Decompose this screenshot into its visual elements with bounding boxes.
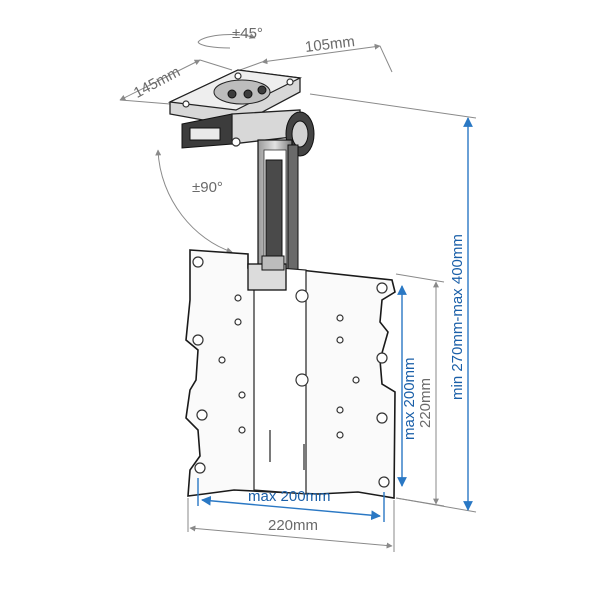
plate-width-label: 105mm <box>304 33 356 56</box>
height-range-dimension <box>309 93 477 513</box>
height-range-label: min 270mm-max 400mm <box>449 234 466 400</box>
vesa-horizontal-label: max 200mm <box>248 488 331 505</box>
tilt-label: ±90° <box>192 179 223 196</box>
plate-width-bottom-dimension <box>187 498 395 552</box>
vesa-horizontal-dimension <box>197 478 385 522</box>
vesa-vertical-label: max 200mm <box>401 357 418 440</box>
tilt-arc <box>155 149 233 254</box>
tilt-hinge <box>181 109 315 157</box>
ceiling-plate <box>167 69 303 127</box>
rotation-label: ±45° <box>232 25 263 42</box>
vesa-plate <box>185 249 396 499</box>
plate-depth-label: 145mm <box>131 63 183 101</box>
rotation-indicator <box>197 33 256 49</box>
plate-depth-dimension <box>119 59 233 105</box>
plate-width-dimension <box>239 43 393 73</box>
plate-height-label: 220mm <box>417 378 434 428</box>
arm-clamp <box>247 255 309 387</box>
plate-width-bottom-label: 220mm <box>268 517 318 534</box>
